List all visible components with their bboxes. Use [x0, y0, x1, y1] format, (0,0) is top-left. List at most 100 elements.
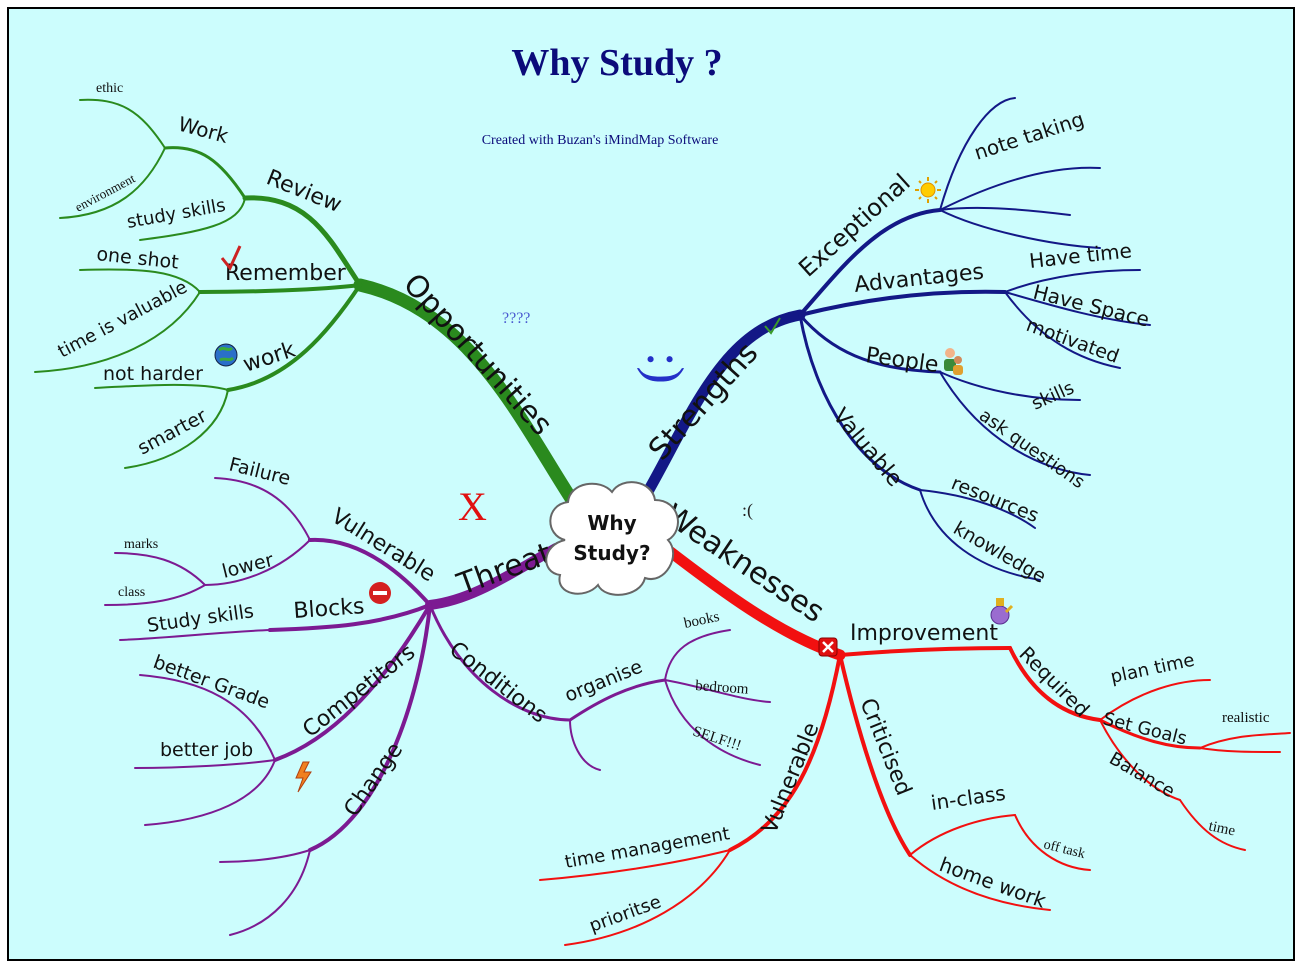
weaknesses-main-branch [662, 544, 846, 661]
knowledge-branch [919, 489, 1041, 581]
change-upper-branch [219, 849, 311, 863]
checkmark-icon [220, 245, 242, 271]
books-label: books [683, 609, 722, 632]
close-box-icon [818, 637, 838, 657]
set-goals-branch [1098, 718, 1202, 750]
class-branch [104, 584, 206, 606]
blocks-label: Blocks [293, 594, 366, 624]
ethic-label: ethic [96, 81, 123, 96]
one-shot-branch [79, 268, 201, 293]
environment-branch [59, 147, 166, 219]
globe-icon [214, 343, 238, 367]
lower-branch [204, 539, 311, 586]
smarter-branch [124, 389, 229, 469]
center-line2: Study? [573, 541, 650, 565]
set-goals-end-branch [1199, 747, 1281, 753]
better-job-branch [134, 759, 276, 769]
advantages-branch [798, 289, 1007, 317]
remember-branch [198, 283, 362, 294]
center-cloud: Why Study? [545, 481, 679, 596]
plan-time-branch [1099, 679, 1211, 721]
not-harder-branch [94, 383, 229, 391]
work-upper-branch [163, 146, 247, 200]
not-harder-label: not harder [103, 363, 203, 385]
threats-main-branch [425, 543, 561, 610]
better-grade-branch [139, 674, 276, 761]
required-branch [1008, 646, 1102, 722]
study-skills-threat-branch [119, 629, 271, 641]
organise-branch [568, 678, 667, 722]
opportunities-branches [34, 98, 579, 507]
vulnerable-weak-branch [728, 653, 842, 852]
motivated-branch [1004, 291, 1121, 369]
improvement-branch [838, 646, 1012, 657]
books-branch [664, 629, 731, 681]
change-lower-branch [229, 849, 311, 936]
self-branch [664, 679, 761, 766]
competitors-branch [273, 603, 432, 762]
time-valuable-branch [34, 291, 201, 373]
map-subtitle: Created with Buzan's iMindMap Software [482, 133, 719, 148]
lightning-icon [295, 761, 312, 793]
marks-label: marks [124, 537, 158, 552]
have-space-branch [1004, 291, 1151, 326]
sun-icon [915, 177, 941, 203]
valuable-branch [798, 313, 922, 492]
cloud-shape [545, 481, 679, 596]
skills-branch [939, 371, 1081, 401]
home-work-branch [909, 854, 1051, 911]
smile-annotation: :) [636, 352, 693, 384]
bedroom-label: bedroom [695, 678, 750, 698]
blocks-branch [268, 603, 432, 632]
vulnerable-branch [308, 537, 432, 607]
frown-annotation: :( [742, 500, 753, 521]
cross-annotation: X [458, 484, 487, 529]
time-weak-label: time [1207, 818, 1237, 839]
no-entry-icon [369, 582, 391, 604]
threats-branches [104, 477, 771, 936]
people-branch [798, 313, 942, 374]
prioritse-branch [564, 849, 731, 946]
note-taking-branch [939, 166, 1101, 211]
competitors-low-branch [144, 759, 276, 826]
exceptional-top-branch [939, 97, 1016, 211]
bedroom-branch [664, 679, 771, 703]
conditions-branch [428, 603, 572, 722]
exceptional-mid-branch [939, 206, 1071, 216]
off-task-branch [1014, 814, 1091, 871]
time-management-branch [539, 849, 731, 881]
remember-label: Remember [225, 261, 347, 286]
change-branch [308, 603, 432, 852]
realistic-label: realistic [1222, 710, 1270, 726]
strengths-branches [636, 97, 1151, 581]
people-icon [944, 348, 963, 375]
have-time-branch [1004, 269, 1141, 293]
study-skills-branch [139, 197, 246, 241]
map-title: Why Study ? [511, 42, 722, 84]
realistic-branch [1199, 732, 1291, 749]
work-lower-branch [226, 283, 362, 392]
question-marks: ???? [502, 310, 530, 327]
in-class-branch [909, 814, 1016, 856]
ethic-branch [79, 98, 166, 149]
better-job-label: better job [160, 739, 253, 761]
exceptional-branch [798, 208, 942, 317]
ask-questions-branch [939, 371, 1091, 476]
failure-branch [214, 477, 311, 541]
review-branch [242, 195, 363, 288]
center-line1: Why [587, 511, 636, 535]
criticised-branch [838, 653, 912, 857]
exceptional-low-branch [939, 209, 1101, 249]
time-weak-branch [1179, 799, 1246, 851]
opportunities-main-branch [353, 278, 579, 507]
improvement-label: Improvement [850, 621, 998, 646]
class-label: class [118, 585, 145, 600]
conditions-low-branch [569, 719, 601, 771]
resources-branch [919, 489, 1036, 529]
balance-branch [1099, 719, 1181, 801]
weaknesses-branches [539, 544, 1291, 946]
puzzle-icon [990, 598, 1014, 625]
marks-branch [114, 552, 206, 586]
